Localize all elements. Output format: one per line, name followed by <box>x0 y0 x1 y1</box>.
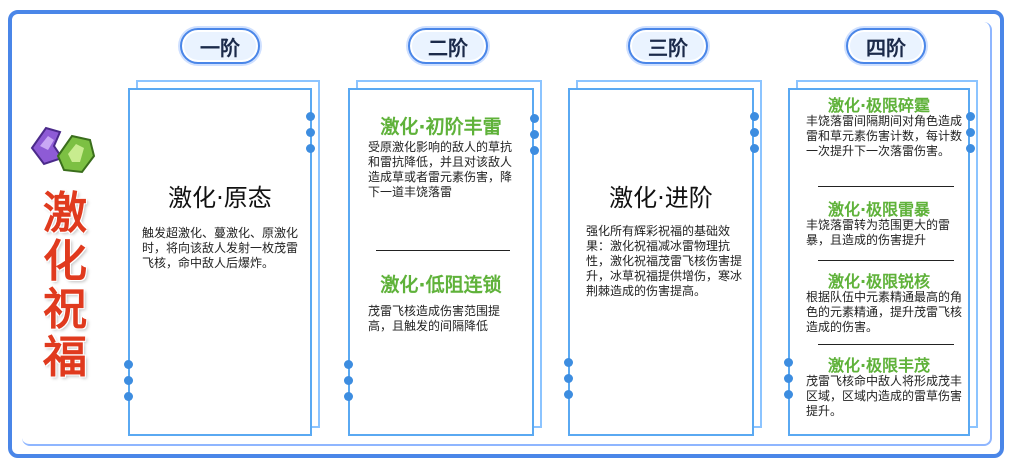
tier-4-card: 激化·极限碎霆 丰饶落雷间隔期间对角色造成雷和草元素伤害计数，每计数一次提升下一… <box>788 88 970 436</box>
dot <box>784 390 793 399</box>
tier-1-dots-bottom <box>124 360 133 401</box>
dot <box>124 376 133 385</box>
tier-4-divider-3 <box>818 344 954 345</box>
dot <box>784 358 793 367</box>
tier-4-pill: 四阶 <box>846 28 926 64</box>
tier-4-label: 四阶 <box>866 35 906 60</box>
dot <box>966 112 975 121</box>
tier-2-section-2-desc: 茂雷飞核造成伤害范围提高，且触发的间隔降低 <box>368 304 501 333</box>
tier-2-section-2-title: 激化·低阻连锁 <box>380 274 502 296</box>
tier-2-dots-bottom <box>344 360 353 401</box>
tier-3-dots-top <box>750 112 759 153</box>
tier-1-desc: 触发超激化、蔓激化、原激化时，将向该敌人发射一枚茂雷飞核，命中敌人后爆炸。 <box>142 226 299 270</box>
tier-2-card: 激化·初阶丰雷 受原激化影响的敌人的草抗和雷抗降低，并且对该敌人造成草或者雷元素… <box>348 88 534 436</box>
side-title: 激化祝福 <box>43 188 87 383</box>
dot <box>344 392 353 401</box>
tier-4-dots-top <box>966 112 975 153</box>
tier-1-dots-top <box>306 112 315 153</box>
tier-4-section-2-desc: 丰饶落雷转为范围更大的雷暴，且造成的伤害提升 <box>806 218 951 247</box>
dot <box>306 144 315 153</box>
tier-4-divider-2 <box>818 260 954 261</box>
tier-2-section-1-desc: 受原激化影响的敌人的草抗和雷抗降低，并且对该敌人造成草或者雷元素伤害，降下一道丰… <box>368 140 513 199</box>
dot <box>564 374 573 383</box>
dot <box>784 374 793 383</box>
dendro-electro-emblem-icon <box>30 126 96 174</box>
dot <box>750 112 759 121</box>
dot <box>530 114 539 123</box>
dot <box>564 390 573 399</box>
tier-4-section-3-title: 激化·极限锐核 <box>827 272 931 291</box>
tier-1-label: 一阶 <box>200 35 240 60</box>
tier-4-section-2-title: 激化·极限雷暴 <box>827 200 931 219</box>
tier-3-pill: 三阶 <box>628 28 708 64</box>
outer-frame <box>8 10 1004 458</box>
tier-4-section-4-title: 激化·极限丰茂 <box>827 356 931 375</box>
tier-1-title: 激化·原态 <box>168 184 272 212</box>
tier-4-dots-bottom <box>784 358 793 399</box>
tier-4-section-3-desc: 根据队伍中元素精通最高的角色的元素精通，提升茂雷飞核造成的伤害。 <box>806 290 963 334</box>
tier-2-section-1-title: 激化·初阶丰雷 <box>380 116 502 138</box>
tier-2-pill: 二阶 <box>408 28 488 64</box>
tier-2-divider <box>376 250 510 251</box>
tier-4-section-1-desc: 丰饶落雷间隔期间对角色造成雷和草元素伤害计数，每计数一次提升下一次落雷伤害。 <box>806 114 963 158</box>
dot <box>750 128 759 137</box>
dot <box>750 144 759 153</box>
dot <box>124 360 133 369</box>
tier-4-divider-1 <box>818 186 954 187</box>
dot <box>306 112 315 121</box>
tier-3-desc: 强化所有辉彩祝福的基础效果：激化祝福减冰雷物理抗性，激化祝福茂雷飞核伤害提升，冰… <box>586 224 743 298</box>
dot <box>966 144 975 153</box>
tier-3-card: 激化·进阶 强化所有辉彩祝福的基础效果：激化祝福减冰雷物理抗性，激化祝福茂雷飞核… <box>568 88 754 436</box>
tier-3-title: 激化·进阶 <box>609 184 713 212</box>
dot <box>564 358 573 367</box>
tier-3-label: 三阶 <box>648 35 688 60</box>
dot <box>966 128 975 137</box>
tier-3-dots-bottom <box>564 358 573 399</box>
tier-2-label: 二阶 <box>428 35 468 60</box>
dot <box>306 128 315 137</box>
tier-1-card: 激化·原态 触发超激化、蔓激化、原激化时，将向该敌人发射一枚茂雷飞核，命中敌人后… <box>128 88 312 436</box>
dot <box>344 360 353 369</box>
tier-4-section-1-title: 激化·极限碎霆 <box>827 96 931 115</box>
dot <box>530 146 539 155</box>
tier-4-section-4-desc: 茂雷飞核命中敌人将形成茂丰区域，区域内造成的雷草伤害提升。 <box>806 374 963 418</box>
dot <box>530 130 539 139</box>
dot <box>124 392 133 401</box>
tier-1-pill: 一阶 <box>180 28 260 64</box>
inner-frame <box>22 22 992 446</box>
dot <box>344 376 353 385</box>
tier-2-dots-top <box>530 114 539 155</box>
